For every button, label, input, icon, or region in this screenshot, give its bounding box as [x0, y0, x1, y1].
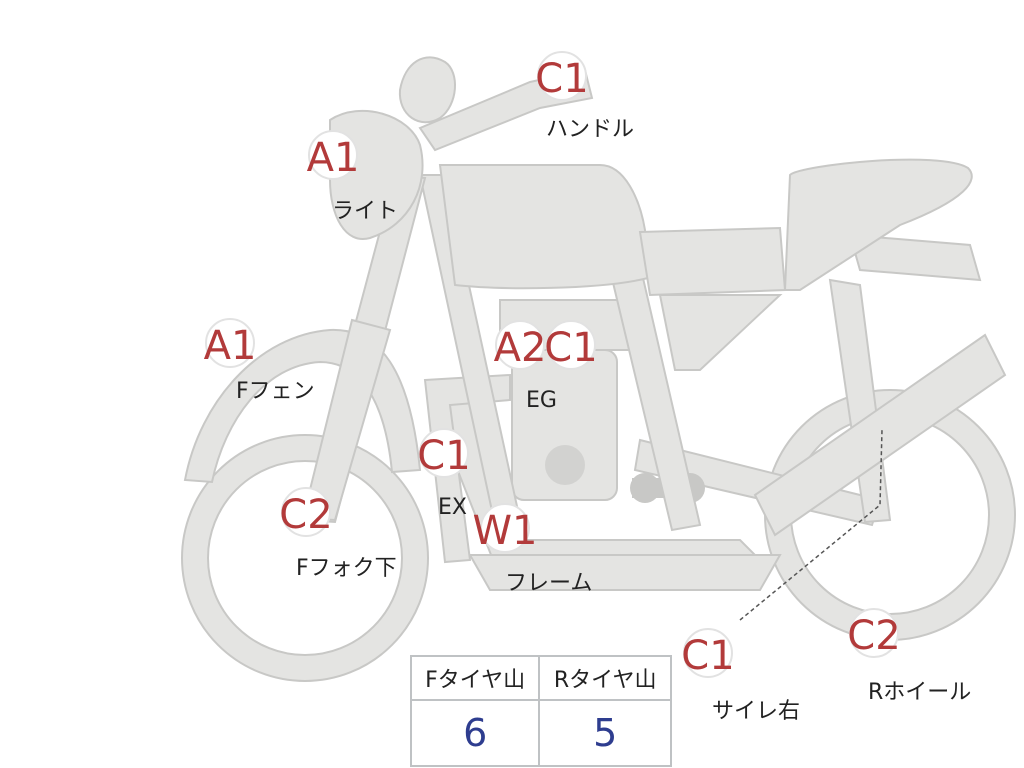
front-fender-label: Fフェン: [236, 379, 315, 404]
rear-tire-value: 5: [538, 699, 672, 767]
rear-wheel-label: Rホイール: [868, 680, 971, 705]
frame-grade: W1: [473, 508, 538, 554]
front-fork-label: Fフォク下: [296, 556, 397, 581]
front-tire-value: 6: [409, 699, 541, 767]
exhaust-label: EX: [438, 495, 467, 520]
tire-tread-table: Fタイヤ山 Rタイヤ山 6 5: [409, 655, 672, 767]
front-fork-grade-badge: [281, 487, 331, 537]
part-labels: ハンドル ライト Fフェン EG EX Fフォク下 フレーム サイレ右 Rホイー…: [236, 117, 971, 724]
light-grade-badge: [308, 130, 358, 180]
frame-label: フレーム: [505, 571, 592, 596]
frame-grade-badge: [480, 503, 530, 553]
silencer-right-grade: C1: [681, 633, 734, 679]
rear-tire-header: Rタイヤ山: [538, 655, 672, 701]
rear-wheel-grade-badge: [849, 608, 899, 658]
light-label: ライト: [332, 199, 398, 224]
fuel-tank-shape: [438, 164, 650, 290]
grade-badges: C1 A1 A1 A2 C1 C1 C2 W1 C1 C2: [204, 51, 901, 679]
silencer-right-label: サイレ右: [712, 699, 800, 724]
handle-grade: C1: [535, 56, 588, 102]
front-fender-grade: A1: [204, 323, 257, 369]
tire-table-header-row: Fタイヤ山 Rタイヤ山: [409, 655, 672, 701]
seat-shape: [638, 226, 787, 297]
front-wheel-shape: [182, 435, 428, 681]
engine-label: EG: [526, 388, 557, 413]
front-fork-grade: C2: [279, 492, 332, 538]
engine-grade: A2: [494, 325, 547, 371]
light-grade: A1: [307, 135, 360, 181]
silencer-right-grade-badge: [683, 628, 733, 678]
mirror-shape: [398, 56, 457, 124]
front-fender-grade-badge: [205, 318, 255, 368]
rear-wheel-grade: C2: [847, 613, 900, 659]
tire-table-value-row: 6 5: [409, 699, 672, 767]
engine-grade-badge: [495, 320, 545, 370]
front-tire-header: Fタイヤ山: [409, 655, 541, 701]
engine-grade2-badge: [546, 320, 596, 370]
engine-grade-2: C1: [544, 325, 597, 371]
silencer-leader-line: [739, 429, 883, 621]
silencer-shape: [753, 333, 1007, 537]
handle-grade-badge: [537, 51, 587, 101]
handle-label: ハンドル: [546, 117, 634, 142]
exhaust-grade-badge: [419, 428, 469, 478]
exhaust-grade: C1: [417, 433, 470, 479]
